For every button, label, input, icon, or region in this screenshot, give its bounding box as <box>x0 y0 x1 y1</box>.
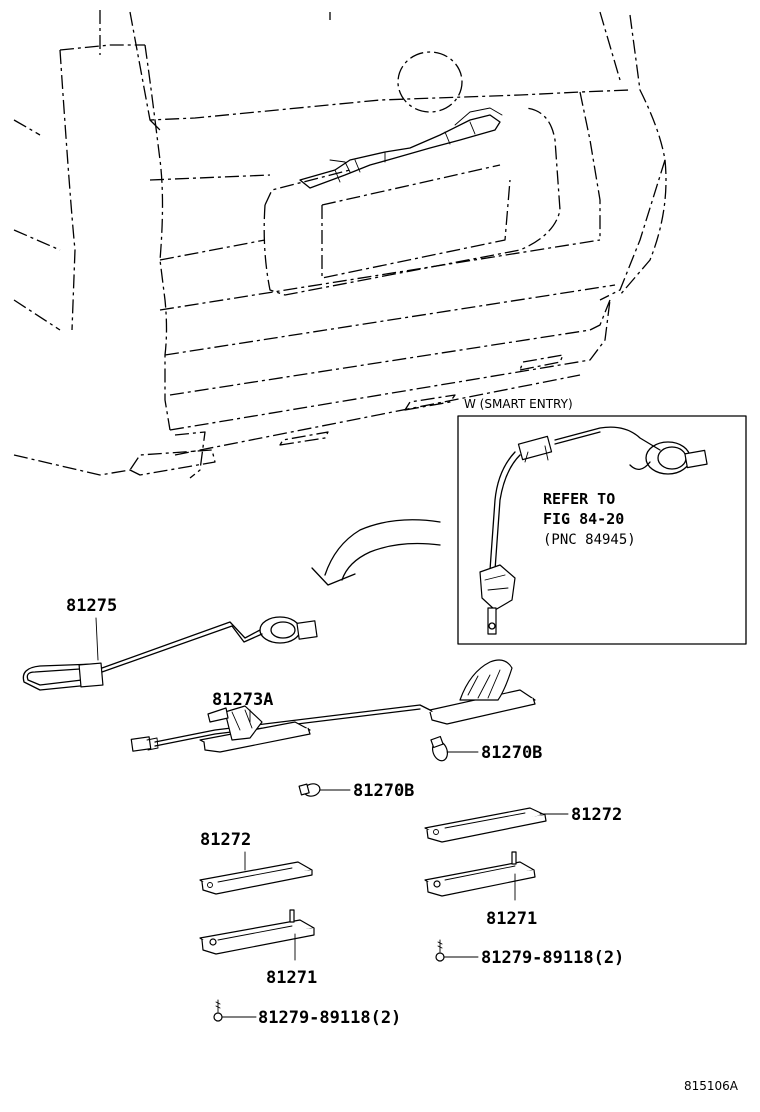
label-81271-left: 81271 <box>266 968 317 988</box>
label-81272-left: 81272 <box>200 830 251 850</box>
smart-entry-inset: W (SMART ENTRY) REFER TO FIG 84-20 (PNC … <box>457 397 747 645</box>
label-81275: 81275 <box>66 596 117 616</box>
figure-code: 815106A <box>684 1079 739 1093</box>
label-81273A: 81273A <box>212 690 273 710</box>
label-81270B-right: 81270B <box>481 743 542 763</box>
part-lamp-assy-81273A: 81273A <box>130 659 536 753</box>
inset-refer-line3: (PNC 84945) <box>543 532 636 548</box>
inset-title: W (SMART ENTRY) <box>464 397 573 411</box>
label-81279-89118-left: 81279-89118(2) <box>258 1008 401 1028</box>
inset-refer-line2: FIG 84-20 <box>543 510 624 528</box>
part-bulb-right: 81270B <box>430 735 542 763</box>
label-81270B-left: 81270B <box>353 781 414 801</box>
part-lens-left: 81272 <box>199 830 313 895</box>
part-wire-81275: 81275 <box>22 596 318 691</box>
inset-refer-line1: REFER TO <box>543 490 615 508</box>
inset-harness <box>479 426 708 635</box>
part-screw-left: 81279-89118(2) <box>213 999 401 1028</box>
part-screw-right: 81279-89118(2) <box>435 939 624 968</box>
label-81272-right: 81272 <box>571 805 622 825</box>
label-81279-89118-right: 81279-89118(2) <box>481 948 624 968</box>
part-housing-left: 81271 <box>199 909 317 988</box>
vehicle-rear-outline <box>13 10 667 479</box>
label-81271-right: 81271 <box>486 909 537 929</box>
part-lens-right: 81272 <box>424 805 622 843</box>
direction-arrow <box>311 519 441 586</box>
part-bulb-left: 81270B <box>298 781 414 801</box>
part-housing-right: 81271 <box>424 851 537 929</box>
inset-frame <box>457 415 747 645</box>
vehicle-handle-lamp <box>299 107 503 189</box>
